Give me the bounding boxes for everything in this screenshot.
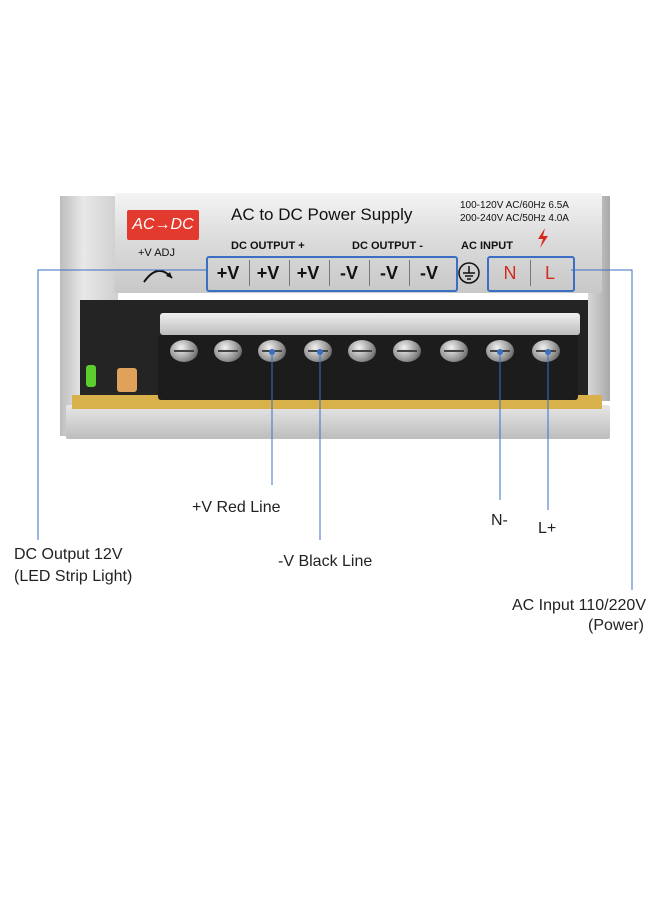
terminal-separator [329, 260, 330, 286]
neutral-callout: N- [491, 512, 508, 529]
voltage-adjust-label: +V ADJ [138, 247, 175, 259]
terminal-plus-v: +V [296, 263, 320, 283]
terminal-screw [393, 340, 421, 362]
spec-line-2: 200-240V AC/50Hz 4.0A [460, 213, 569, 224]
psu-bottom-rail [66, 405, 610, 439]
terminal-neutral: N [503, 263, 517, 283]
terminal-separator [249, 260, 250, 286]
adjust-arc-icon [143, 270, 173, 283]
terminal-screw [214, 340, 242, 362]
live-callout: L+ [538, 520, 557, 537]
terminal-screw [170, 340, 198, 362]
terminal-plus-v: +V [216, 263, 240, 283]
device-title: AC to DC Power Supply [231, 205, 413, 224]
ac-input-callout-line1: AC Input 110/220V [511, 597, 646, 614]
ac-dc-badge: AC→DC [127, 210, 199, 240]
dc-output-minus-label: DC OUTPUT - [352, 240, 423, 252]
terminal-screw [348, 340, 376, 362]
dc-output-plus-label: DC OUTPUT + [231, 240, 305, 252]
ground-icon [458, 262, 480, 284]
black-line-callout: -V Black Line [278, 553, 373, 570]
terminal-minus-v: -V [340, 263, 358, 283]
voltage-potentiometer [117, 368, 137, 392]
psu-label-plate [115, 193, 602, 293]
dc-terminal-group [206, 256, 458, 292]
dc-output-callout-line2: (LED Strip Light) [14, 568, 133, 585]
terminal-cover-strip [160, 313, 580, 335]
terminal-separator [530, 260, 531, 286]
terminal-minus-v: -V [420, 263, 438, 283]
ac-input-callout-line2: (Power) [587, 617, 644, 634]
green-led [86, 365, 96, 387]
red-line-callout: +V Red Line [192, 499, 281, 516]
terminal-minus-v: -V [380, 263, 398, 283]
terminal-separator [289, 260, 290, 286]
terminal-plus-v: +V [256, 263, 280, 283]
ac-input-label: AC INPUT [461, 240, 513, 252]
dc-output-callout-line1: DC Output 12V [14, 546, 123, 563]
lightning-bolt-icon [538, 228, 548, 248]
terminal-separator [409, 260, 410, 286]
terminal-screw [440, 340, 468, 362]
terminal-separator [369, 260, 370, 286]
ac-terminal-group [487, 256, 575, 292]
spec-line-1: 100-120V AC/60Hz 6.5A [460, 200, 569, 211]
terminal-live: L [544, 263, 555, 283]
